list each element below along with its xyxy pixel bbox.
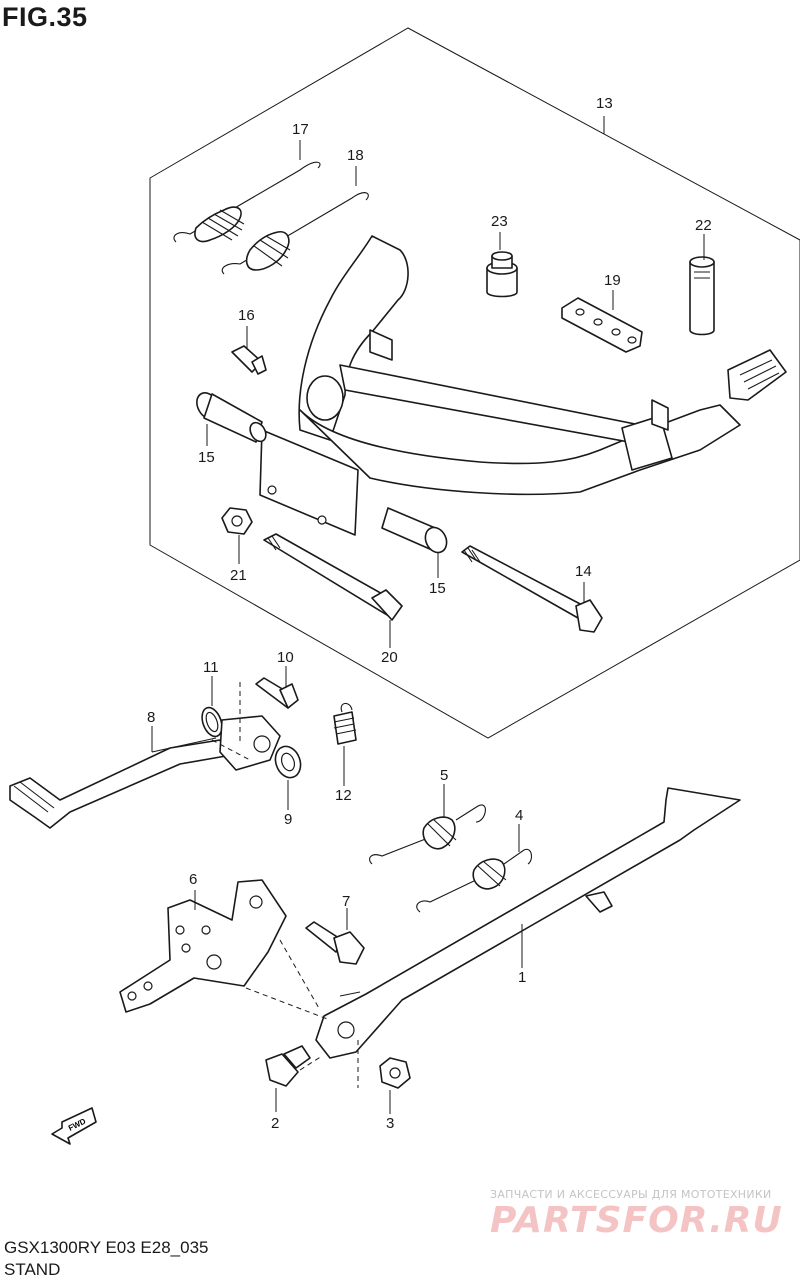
callout-23: 23 [491,213,508,230]
spring-4[interactable] [416,848,533,913]
callout-1: 1 [518,969,526,986]
callout-12: 12 [335,787,352,804]
callout-14: 14 [575,563,592,580]
callout-19: 19 [604,272,621,289]
bushing-15-lower[interactable] [381,507,451,556]
lever-8[interactable] [9,715,281,829]
bolt-7[interactable] [305,921,365,965]
nut-3[interactable] [379,1057,411,1089]
callout-16: 16 [238,307,255,324]
pin-22[interactable] [689,256,715,336]
spring-12[interactable] [333,702,357,745]
plate-19[interactable] [561,297,643,353]
callout-10: 10 [277,649,294,666]
bolt-10[interactable] [255,677,299,709]
shaft-20[interactable] [263,533,403,621]
watermark-tagline: ЗАПЧАСТИ И АКСЕССУАРЫ ДЛЯ МОТОТЕХНИКИ [490,1188,772,1201]
callout-22: 22 [695,217,712,234]
circlip-11[interactable] [198,705,225,739]
callout-2: 2 [271,1115,279,1132]
side-stand-1[interactable] [315,787,741,1059]
cap-23[interactable] [486,251,518,298]
assembly-boundary-13 [149,27,800,739]
callout-20: 20 [381,649,398,666]
callout-18: 18 [347,147,364,164]
callout-8: 8 [147,709,155,726]
leader-lines [151,116,705,1114]
main-stand-frame[interactable] [259,235,787,536]
callout-17: 17 [292,121,309,138]
spring-18[interactable] [221,192,369,275]
callout-5: 5 [440,767,448,784]
callout-3: 3 [386,1115,394,1132]
bushing-15-upper[interactable] [192,389,269,444]
callout-21: 21 [230,567,247,584]
callout-15-upper: 15 [198,449,215,466]
bolt-14[interactable] [461,545,603,633]
callout-13: 13 [596,95,613,112]
bracket-6[interactable] [119,879,287,1013]
watermark-logo: PARTSFOR.RU [490,1200,783,1241]
spring-5[interactable] [369,804,486,865]
bolt-2[interactable] [265,1045,311,1087]
spring-17[interactable] [173,161,321,243]
nut-21[interactable] [221,507,253,535]
model-code: GSX1300RY E03 E28_035 [4,1238,209,1257]
figure-title: FIG.35 [2,2,88,32]
callout-labels: 13 17 18 23 22 19 16 15 21 15 14 20 10 1… [147,95,712,1132]
callout-15-lower: 15 [429,580,446,597]
arrow-left-down-icon [51,1107,97,1145]
callout-7: 7 [342,893,350,910]
washer-9[interactable] [271,743,304,781]
callout-11: 11 [203,659,219,676]
callout-4: 4 [515,807,523,824]
callout-9: 9 [284,811,292,828]
section-name: STAND [4,1260,61,1279]
fwd-direction-marker: FWD [51,1107,97,1145]
bolt-16[interactable] [231,345,267,375]
callout-6: 6 [189,871,197,888]
guide-lines [211,682,359,1088]
